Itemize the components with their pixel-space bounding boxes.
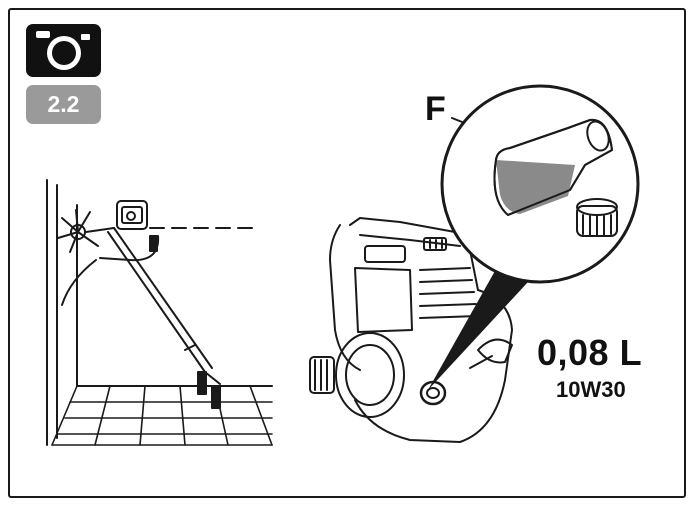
oil-bottle-icon [493, 118, 613, 216]
engine [309, 217, 513, 443]
floor-tiles [51, 385, 273, 446]
step-number-badge: 2.2 [26, 85, 101, 124]
tiller-tool [57, 200, 221, 409]
callout-letter-label: F [425, 90, 446, 128]
oil-grade-label: 10W30 [556, 377, 626, 402]
oil-volume-label: 0,08 L [537, 332, 643, 373]
bottle-cap-icon [576, 198, 618, 237]
camera-badge [26, 24, 101, 77]
camera-icon [36, 31, 90, 70]
wall-corner [46, 179, 273, 446]
